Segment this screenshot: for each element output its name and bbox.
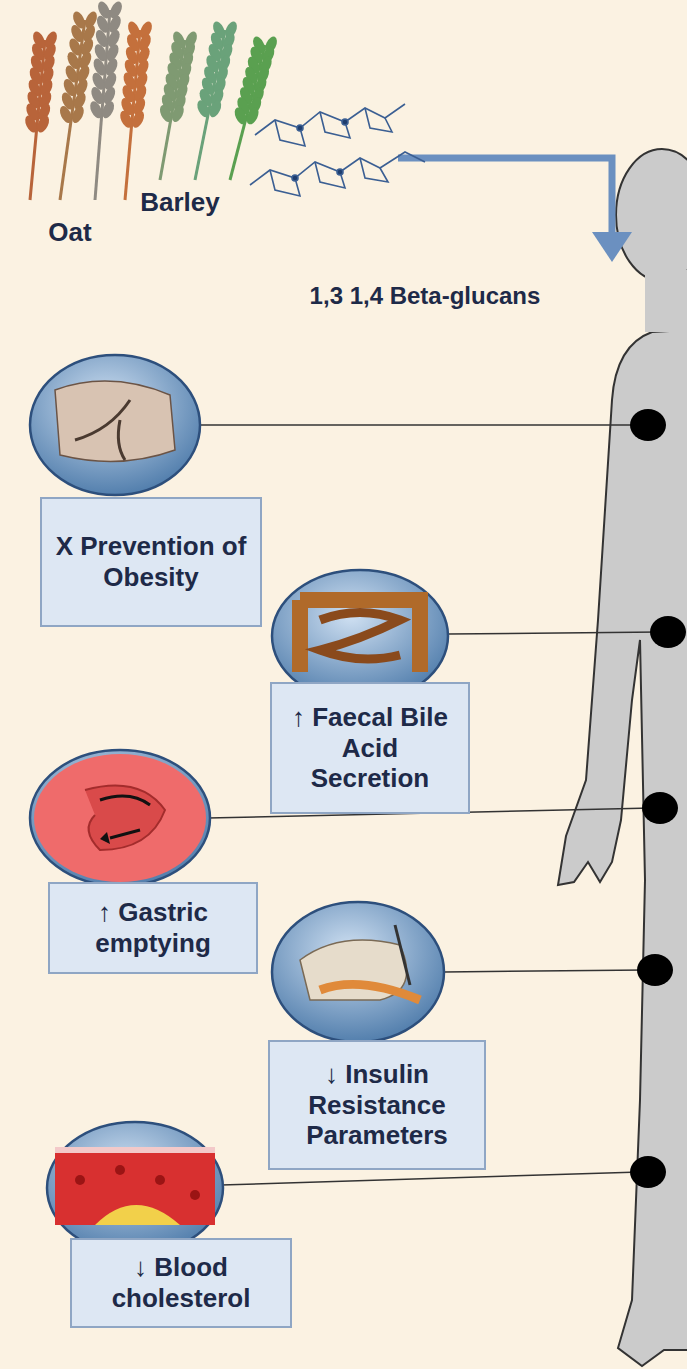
effect-text: ↑ Faecal Bile Acid Secretion [280,702,460,794]
effect-box: ↑ Faecal Bile Acid Secretion [270,682,470,814]
human-silhouette [558,149,687,1366]
stomach-icon [34,754,206,882]
cereal-grains [23,0,280,200]
effect-text: X Prevention of Obesity [50,531,252,592]
artery-icon [55,1150,215,1225]
belly-icon [55,381,175,461]
effect-box: X Prevention of Obesity [40,497,262,627]
arrow-head [592,232,632,262]
illustration-label: 1,3 1,4 Beta-glucans [300,280,550,311]
body-dots [630,409,686,1188]
illustration-label: Barley [125,186,235,220]
intake-arrow [398,158,612,238]
pancreas-icon [300,925,420,1000]
intestine-icon [300,600,420,672]
effect-box: ↓ Blood cholesterol [70,1238,292,1328]
effect-box: ↑ Gastric emptying [48,882,258,974]
illustration-label: Oat [30,216,110,250]
leader-lines [198,425,660,1185]
effect-text: ↓ Blood cholesterol [80,1252,282,1313]
beta-glucan-molecules [250,104,425,196]
effect-text: ↑ Gastric emptying [58,897,248,958]
effect-text: ↓ Insulin Resistance Parameters [278,1059,476,1151]
effect-box: ↓ Insulin Resistance Parameters [268,1040,486,1170]
